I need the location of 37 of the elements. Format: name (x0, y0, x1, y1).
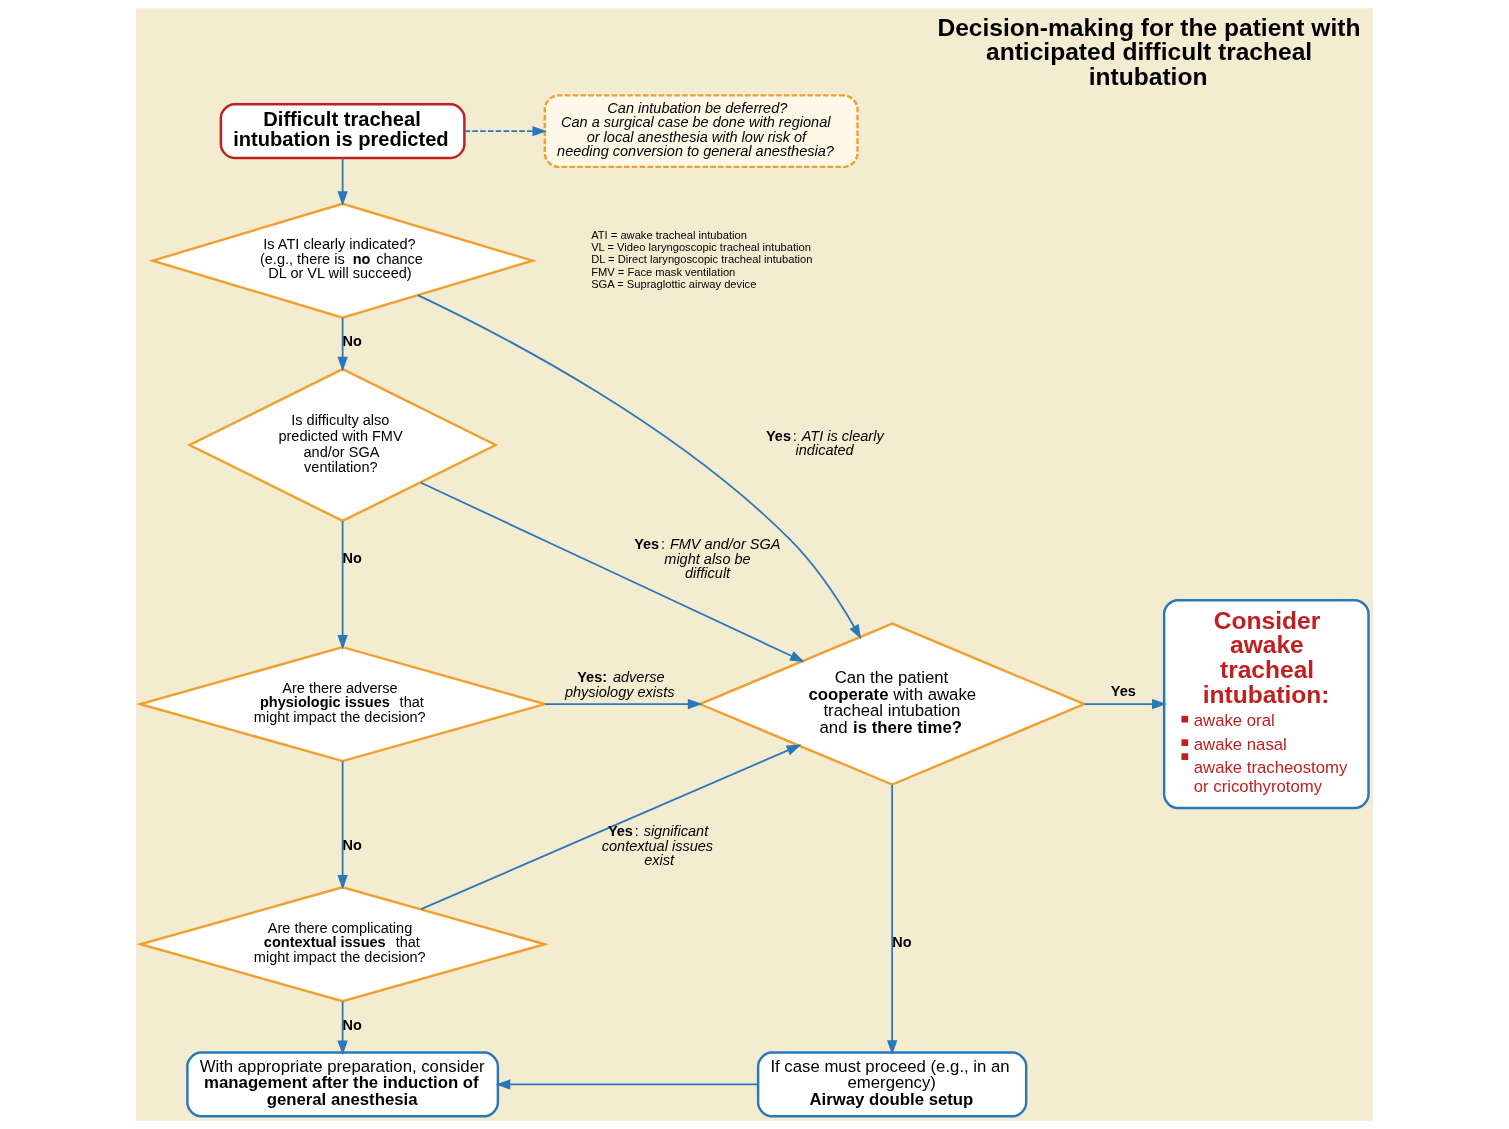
label: SGA = Supraglottic airway device (591, 278, 757, 291)
node-box: If case must proceed (e.g., in an emergency) Airway double setup (756, 1051, 1028, 1118)
edge-label: No (342, 550, 362, 567)
edge-label: Yes: ATI is clearly indicated (765, 427, 884, 459)
arrow (337, 760, 348, 890)
arrow (416, 294, 862, 640)
node-box: Consider awake tracheal intubation: awake oral awake nasal awake tracheostomy or cricothyrotomy (1162, 599, 1370, 810)
arrow (495, 1079, 759, 1090)
arrow (420, 744, 802, 911)
label: FMV = Face mask ventilation (591, 265, 736, 278)
arrow (337, 520, 348, 650)
arrow (419, 481, 805, 663)
diagram-title: Decision-making for the patient with anticipated difficult tracheal intubation (937, 13, 1361, 90)
label: VL = Video laryngoscopic tracheal intubation (591, 241, 812, 254)
arrow (463, 125, 548, 137)
edge-label: Yes (1110, 682, 1136, 699)
edge-label: Yes: FMV and/or SGA might also be difficult (634, 536, 781, 582)
edge-label: Yes: adverse physiology exists (564, 669, 675, 700)
arrow (337, 157, 348, 207)
edge-label: No (342, 837, 362, 854)
label: ATI = awake tracheal intubation (591, 228, 747, 241)
arrow (544, 698, 703, 710)
node-box: Difficult tracheal intubation is predicted (219, 103, 466, 160)
node-diamond: Is ATI clearly indicated? (e.g., there is no chance DL or VL will succeed) (148, 202, 537, 319)
arrow (337, 317, 348, 372)
label: DL = Direct laryngoscopic tracheal intubation (591, 253, 813, 266)
edge-label: No (342, 1016, 362, 1033)
edge-label: No (342, 333, 362, 350)
edge-label: No (892, 933, 912, 950)
node-diamond: Is difficulty also predicted with FMV and/or SGA ventilation? (186, 367, 499, 523)
node-diamond: Are there complicating contextual issues that might impact the decision? (136, 886, 550, 1003)
node-box: Can intubation be deferred? Can a surgical case be done with regional or local anesthesia with low risk of needing conversion to general anesthesia? (543, 94, 859, 169)
edge-label: Yes: significant contextual issues exist (601, 823, 714, 869)
arrow (1083, 698, 1167, 710)
arrow (337, 1000, 348, 1056)
node-box: With appropriate preparation, consider management after the induction of general anesthesia (186, 1051, 500, 1118)
arrow (887, 784, 898, 1055)
